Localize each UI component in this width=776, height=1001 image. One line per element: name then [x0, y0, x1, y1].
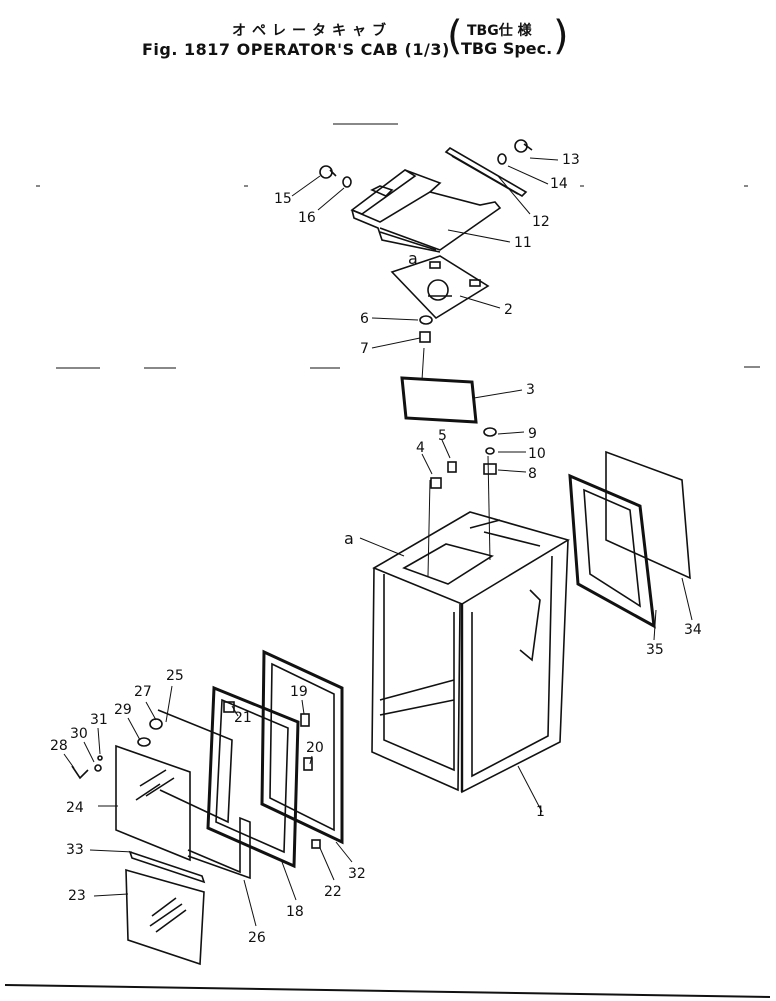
callout-10: 10	[528, 446, 546, 462]
callout-7: 7	[360, 341, 369, 357]
window-glass-24	[115, 744, 191, 862]
callout-9: 9	[528, 426, 537, 442]
scan-marks	[4, 123, 771, 998]
spec-english: TBG Spec.	[461, 39, 553, 58]
callout-6: 6	[360, 311, 369, 327]
callout-14: 14	[550, 176, 568, 192]
right-paren: )	[553, 13, 569, 59]
callout-13: 13	[562, 152, 580, 168]
front-window-frames	[157, 649, 344, 880]
seal-frame-part	[400, 376, 478, 424]
left-paren: (	[447, 13, 463, 59]
strip-part	[444, 146, 528, 198]
spec-japanese: TBG仕 様	[467, 23, 532, 39]
callout-20: 20	[306, 740, 324, 756]
callout-24: 24	[66, 800, 84, 816]
top-cover-part	[350, 169, 502, 253]
callout-30: 30	[70, 726, 88, 742]
callout-16: 16	[298, 210, 316, 226]
bolt-15	[319, 165, 352, 188]
callout-labels: 1 2 3 4 5 6 7 8 9 10 11 12 13 14 15 16 1…	[50, 152, 702, 946]
callout-3: 3	[526, 382, 535, 398]
title-japanese: オペレータキャブ	[232, 23, 392, 39]
callout-1: 1	[536, 804, 545, 820]
cab-frame-part	[371, 511, 570, 794]
callout-19: 19	[290, 684, 308, 700]
callout-15: 15	[274, 191, 292, 207]
callout-23: 23	[68, 888, 86, 904]
callout-5: 5	[438, 428, 447, 444]
leader-lines	[63, 157, 693, 927]
callout-32: 32	[348, 866, 366, 882]
callout-11: 11	[514, 235, 532, 251]
callout-28: 28	[50, 738, 68, 754]
bolt-13	[497, 139, 533, 165]
callout-a-cover: a	[408, 249, 418, 268]
plate-part	[390, 255, 490, 320]
callout-29: 29	[114, 702, 132, 718]
nut-6	[419, 315, 433, 343]
callout-4: 4	[416, 440, 425, 456]
strip-33	[128, 850, 206, 884]
callout-2: 2	[504, 302, 513, 318]
latch-parts	[71, 701, 321, 849]
spec-note: ( TBG仕 様 TBG Spec. )	[447, 14, 569, 62]
callout-12: 12	[532, 214, 550, 230]
side-window-part	[568, 450, 691, 629]
callout-21: 21	[234, 710, 252, 726]
callout-8: 8	[528, 466, 537, 482]
callout-34: 34	[684, 622, 702, 638]
callout-26: 26	[248, 930, 266, 946]
callout-35: 35	[646, 642, 664, 658]
figure-title: Fig. 1817 OPERATOR'S CAB (1/3)	[142, 40, 450, 59]
callout-a-cab: a	[344, 529, 354, 548]
window-glass-23	[125, 868, 205, 966]
callout-25: 25	[166, 668, 184, 684]
callout-33: 33	[66, 842, 84, 858]
callout-18: 18	[286, 904, 304, 920]
callout-27: 27	[134, 684, 152, 700]
small-fasteners	[430, 427, 497, 489]
callout-22: 22	[324, 884, 342, 900]
callout-31: 31	[90, 712, 108, 728]
